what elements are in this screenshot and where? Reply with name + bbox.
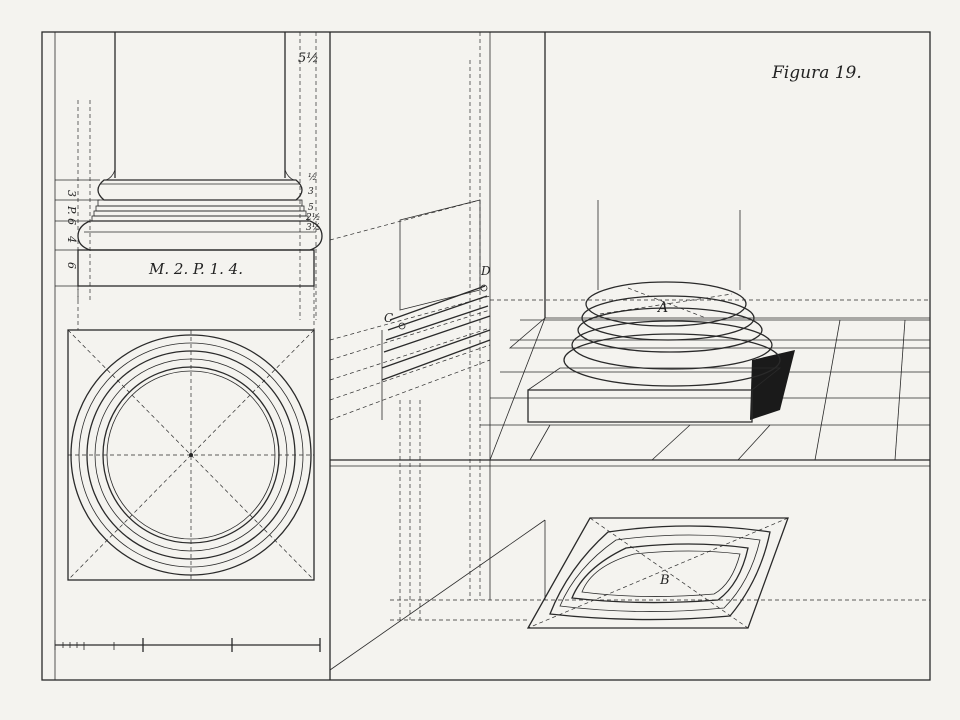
tiled-floor: [480, 317, 931, 461]
dim-top: 5½: [298, 51, 319, 66]
module-label: M. 2. P. 1. 4.: [148, 260, 243, 278]
perspective-room: C D: [329, 32, 931, 671]
column-base-perspective: A: [527, 200, 795, 423]
label-c: C: [384, 311, 393, 325]
perspective-construction: [329, 199, 930, 621]
dim-right-5: 3½: [306, 222, 320, 233]
scale-bar: [54, 638, 321, 652]
dimension-rail-left: 3 P. 6 4 6: [55, 100, 100, 300]
perspective-plinth: [527, 389, 753, 423]
dim-right-4: 2½: [305, 212, 320, 223]
dim-right-3: 5: [308, 203, 314, 213]
wall-pilaster: C D: [381, 199, 491, 420]
column-base-elevation: M. 2. P. 1. 4.: [77, 179, 323, 287]
dim-left-1: 3: [65, 190, 78, 197]
dim-right-2: 3: [308, 187, 314, 197]
dim-left-3: 4: [65, 235, 78, 243]
label-b: B: [659, 573, 670, 588]
dim-left-2: P. 6: [65, 205, 78, 225]
dim-left-4: 6: [65, 262, 78, 269]
perspective-plan-b: B: [526, 517, 789, 629]
column-top-disc: [585, 281, 747, 327]
plate-border: [41, 31, 931, 681]
left-panel: M. 2. P. 1. 4. 3 P. 6 4 6 5½ ½ 3 5 2½ 3½: [54, 32, 331, 680]
label-a: A: [656, 300, 668, 316]
dim-right-1: ½: [308, 172, 317, 183]
dimension-rail-right: 5½ ½ 3 5 2½ 3½: [298, 32, 320, 320]
label-d: D: [480, 264, 491, 278]
figure-title: Figura 19.: [771, 63, 862, 83]
column-base-plan: [67, 329, 315, 581]
